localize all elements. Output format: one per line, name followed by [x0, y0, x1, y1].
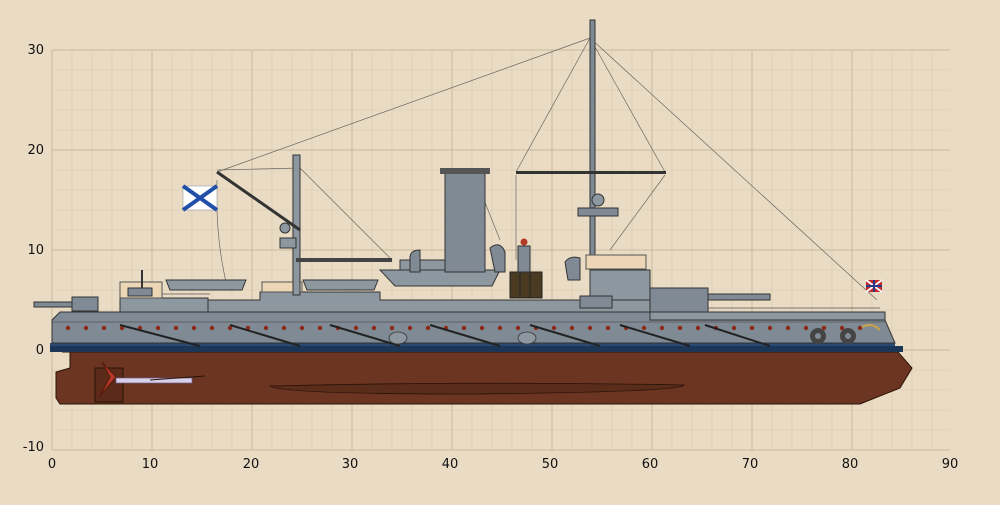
porthole [497, 325, 503, 331]
fighting-top [577, 207, 619, 217]
porthole [317, 325, 323, 331]
stern-flag-icon [181, 184, 219, 212]
signal-lamp-icon [520, 238, 528, 246]
searchlight-fore-icon [591, 193, 605, 207]
porthole [659, 325, 665, 331]
porthole [767, 325, 773, 331]
yard-aft [296, 258, 392, 262]
main-gun-barrel [707, 293, 771, 301]
porthole [263, 325, 269, 331]
porthole [785, 325, 791, 331]
y-tick-neg10: -10 [23, 440, 44, 455]
porthole [569, 325, 575, 331]
x-tick-30: 30 [342, 457, 359, 472]
porthole [479, 325, 485, 331]
y-tick-20: 20 [27, 143, 44, 158]
x-tick-70: 70 [742, 457, 759, 472]
boat-derrick [216, 170, 301, 232]
x-tick-0: 0 [48, 457, 56, 472]
porthole [353, 325, 359, 331]
porthole [227, 325, 233, 331]
porthole [425, 325, 431, 331]
porthole [461, 325, 467, 331]
porthole [605, 325, 611, 331]
porthole [821, 325, 827, 331]
x-tick-10: 10 [142, 457, 159, 472]
porthole [65, 325, 71, 331]
porthole [191, 325, 197, 331]
x-tick-60: 60 [642, 457, 659, 472]
x-axis: 0 10 20 30 40 50 60 70 80 90 [48, 457, 958, 472]
porthole [155, 325, 161, 331]
porthole [857, 325, 863, 331]
main-gun-turret [649, 287, 709, 313]
y-tick-0: 0 [36, 343, 44, 358]
porthole [731, 325, 737, 331]
searchlight-aft-icon [279, 222, 291, 234]
x-tick-20: 20 [243, 457, 260, 472]
porthole [587, 325, 593, 331]
x-tick-50: 50 [542, 457, 559, 472]
bridge-deck [585, 254, 647, 270]
hull-underwater [55, 351, 913, 405]
foremast [589, 19, 596, 281]
porthole [695, 325, 701, 331]
net-booms [119, 324, 771, 347]
y-axis: 30 20 10 0 -10 [23, 43, 44, 455]
x-tick-40: 40 [442, 457, 459, 472]
funnel [444, 169, 486, 273]
propeller-shaft [115, 377, 193, 384]
porthole [839, 325, 845, 331]
boat-mid [302, 279, 379, 291]
y-tick-10: 10 [27, 243, 44, 258]
porthole [803, 325, 809, 331]
conning-tower [589, 269, 651, 301]
foremast-yard [516, 171, 666, 174]
bilge-keel [268, 382, 685, 395]
porthole [101, 325, 107, 331]
porthole [83, 325, 89, 331]
porthole [389, 325, 395, 331]
y-tick-30: 30 [27, 43, 44, 58]
porthole [515, 325, 521, 331]
ventilator-icon [409, 249, 421, 273]
porthole [641, 325, 647, 331]
porthole [299, 325, 305, 331]
x-tick-90: 90 [942, 457, 959, 472]
porthole [749, 325, 755, 331]
stern-deckhouse [119, 297, 209, 313]
porthole [371, 325, 377, 331]
porthole [209, 325, 215, 331]
porthole [281, 325, 287, 331]
anchor-icon [810, 328, 856, 344]
bow-flag-icon [865, 279, 883, 293]
porthole [119, 325, 125, 331]
porthole [173, 325, 179, 331]
porthole [677, 325, 683, 331]
boat-aft [165, 279, 247, 291]
wooden-skylight [509, 271, 543, 299]
porthole [407, 325, 413, 331]
porthole [551, 325, 557, 331]
waterline [50, 346, 903, 352]
propeller-icon [99, 361, 117, 397]
x-tick-80: 80 [842, 457, 859, 472]
